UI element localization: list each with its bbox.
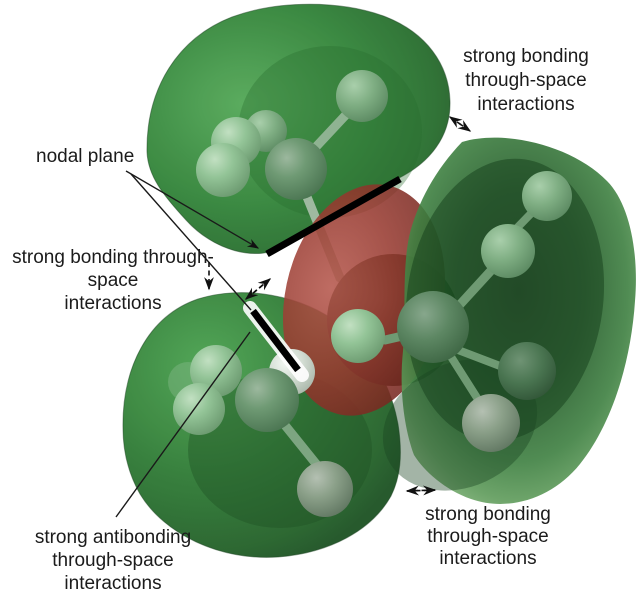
interaction-arrows: [204, 116, 472, 496]
hydrogen-atom: [196, 143, 250, 197]
arrow-bonding-bottom-right: [405, 485, 436, 496]
carbon-atom: [235, 368, 299, 432]
label-line: through-space: [52, 550, 174, 571]
label-line: interactions: [64, 573, 162, 594]
arrow-bonding-top-right: [448, 116, 471, 132]
nodal-plane-marker-upper: [265, 175, 402, 258]
pointer-line-nodal-upper: [125, 170, 260, 249]
molecule-group-top-left: [196, 70, 388, 283]
carbon-atom: [397, 291, 469, 363]
hydrogen-atom: [331, 309, 385, 363]
label-bonding-left: strong bonding through- space interactio…: [2, 246, 224, 315]
label-nodal-plane: nodal plane: [36, 146, 135, 167]
bond-stick: [279, 419, 322, 470]
molecule-group-right: [331, 171, 572, 452]
label-line: strong bonding: [425, 504, 551, 525]
label-line: interactions: [439, 548, 537, 569]
label-line: strong bonding: [463, 46, 589, 67]
nodal-plane-marker-lower: [250, 308, 301, 373]
nodal-plane-markers: [243, 175, 402, 382]
label-line: interactions: [64, 293, 162, 314]
label-bonding-bottom-right: strong bonding through-space interaction…: [405, 504, 571, 570]
arrow-bonding-left-diagonal: [244, 278, 271, 300]
hydrogen-atom: [481, 224, 535, 278]
hydrogen-atom: [336, 70, 388, 122]
label-bonding-top-right: strong bonding through-space interaction…: [446, 45, 606, 117]
molecule-group-bottom-left: [173, 345, 353, 517]
pointer-lines: [115, 170, 260, 518]
hydrogen-atom: [462, 394, 520, 452]
hydrogen-atom: [297, 461, 353, 517]
carbon-atom: [498, 342, 556, 400]
label-line: strong bonding through-: [12, 247, 214, 268]
pointer-line-antibonding: [115, 331, 251, 518]
hydrogen-atom: [173, 383, 225, 435]
arrow-bonding-left-diagonal: [245, 278, 272, 300]
label-line: through-space: [427, 526, 549, 547]
pointer-line-nodal-lower: [130, 173, 252, 311]
label-line: strong antibonding: [34, 527, 192, 548]
label-antibonding-bottom-left: strong antibonding through-space interac…: [18, 526, 208, 595]
label-line: through-space: [465, 70, 587, 91]
label-line: interactions: [477, 94, 575, 115]
hydrogen-atom: [522, 171, 572, 221]
carbon-atom: [265, 138, 327, 200]
label-line: space: [87, 270, 139, 291]
